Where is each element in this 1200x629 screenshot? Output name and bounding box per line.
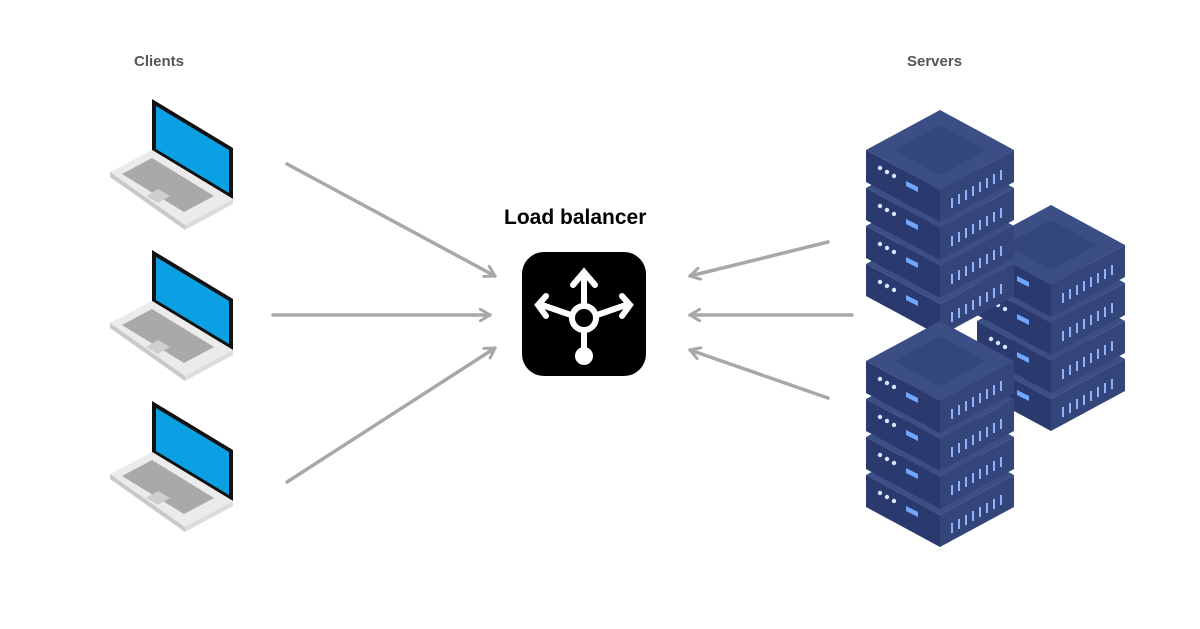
- server-arrows: [688, 240, 854, 400]
- load-balancer-label: Load balancer: [504, 206, 647, 229]
- client-laptop-icon-1: [110, 99, 233, 230]
- arrow-client-3: [285, 346, 497, 484]
- server-rack-icon-front: [866, 321, 1014, 547]
- arrow-client-1: [285, 162, 497, 276]
- load-balancer-icon: [522, 252, 646, 376]
- client-laptop-icon-2: [110, 250, 233, 381]
- servers-label: Servers: [907, 53, 963, 70]
- client-arrows: [271, 162, 497, 484]
- client-laptop-icon-3: [110, 401, 233, 532]
- arrow-server-1: [688, 240, 830, 276]
- arrow-server-3: [688, 350, 830, 400]
- clients-label: Clients: [134, 53, 185, 70]
- server-rack-icon-top: [866, 110, 1014, 336]
